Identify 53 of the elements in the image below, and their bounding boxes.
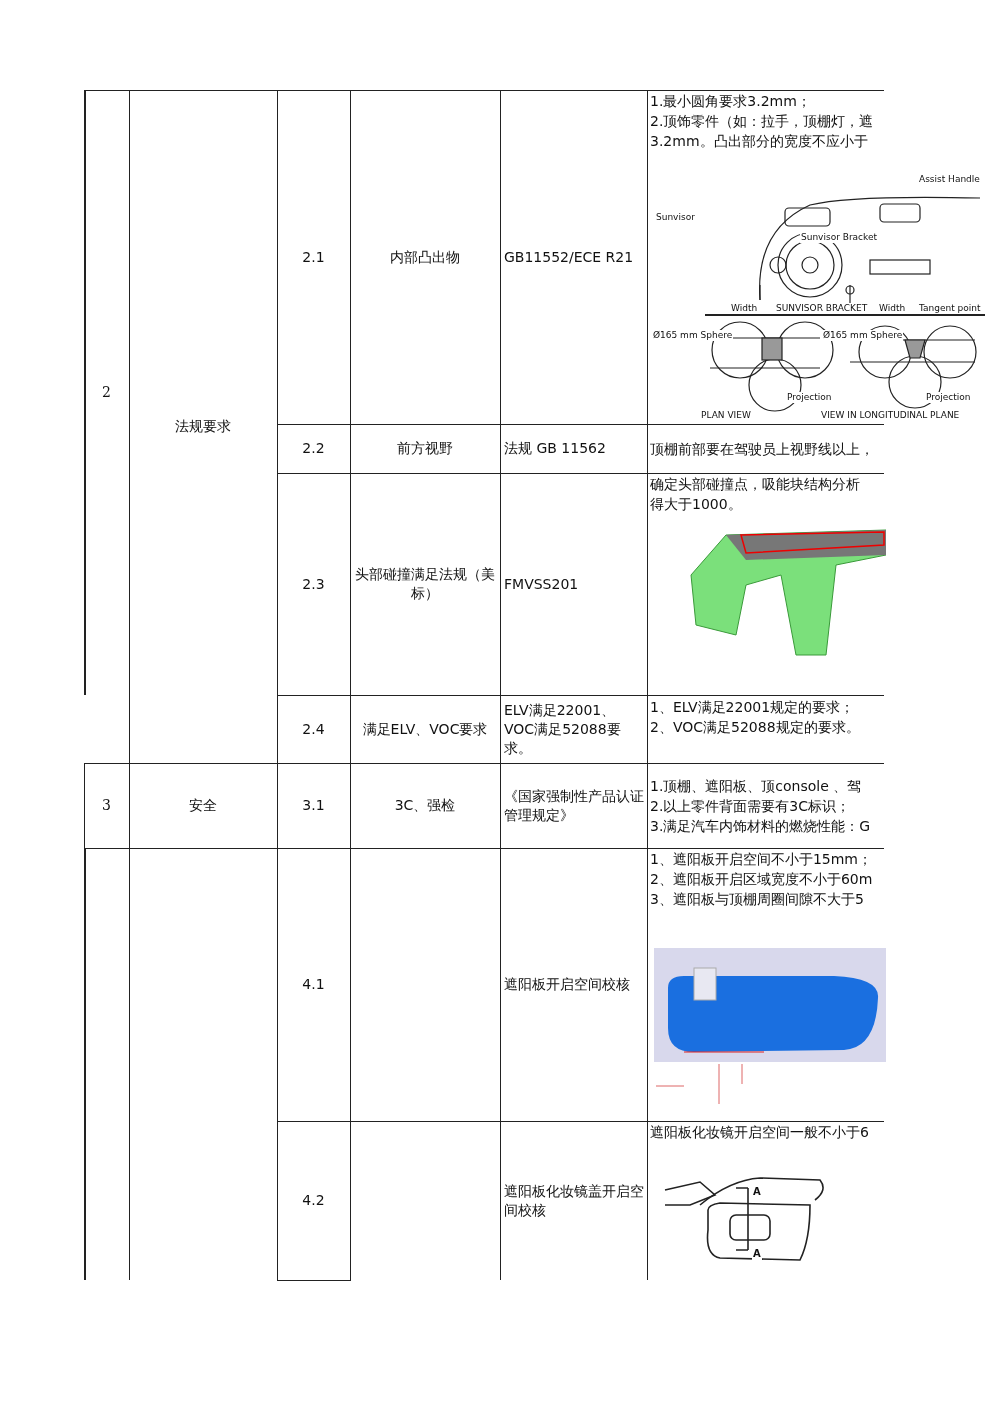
drawing-label: SUNVISOR BRACKET [775, 303, 869, 314]
requirement-text: 1.最小圆角要求3.2mm； [650, 92, 811, 111]
requirement-text: 1.顶棚、遮阳板、顶console 、驾 [650, 777, 862, 796]
requirement-text: 3.满足汽车内饰材料的燃烧性能：G [650, 817, 871, 836]
drawing-label: Ø165 mm Sphere [652, 330, 734, 341]
drawing-label: Ø165 mm Sphere [822, 330, 904, 341]
requirement-text: 遮阳板化妆镜开启空间一般不小于6 [650, 1123, 869, 1142]
item-number: 4.2 [302, 1191, 325, 1210]
category-text: 法规要求 [175, 417, 231, 436]
requirement-text: 2.顶饰零件（如：拉手，顶棚灯，遮 [650, 112, 874, 131]
function-text: 头部碰撞满足法规（美标） [354, 565, 496, 603]
drawing-label: Sunvisor [655, 212, 696, 223]
requirement-text: 3、遮阳板与顶棚周圈间隙不大于5 [650, 890, 864, 909]
drawing-label: VIEW IN LONGITUDINAL PLANE [820, 410, 961, 421]
standard-text: 遮阳板化妆镜盖开启空间校核 [504, 1181, 644, 1220]
row-number: 2 [102, 383, 111, 402]
requirement-text: 得大于1000。 [650, 495, 742, 514]
section-label: A [752, 1186, 762, 1198]
requirement-text: 2、VOC满足52088规定的要求。 [650, 718, 860, 737]
function-text: 前方视野 [397, 439, 453, 458]
function-text: 内部凸出物 [390, 247, 460, 267]
requirement-text: 1、遮阳板开启空间不小于15mm； [650, 850, 872, 869]
drawing-label: Assist Handle [918, 174, 981, 185]
standard-text: ELV满足22001、VOC满足52088要求。 [504, 700, 622, 758]
function-text: 满足ELV、VOC要求 [362, 719, 488, 739]
drawing-label: Width [878, 303, 907, 314]
item-number: 3.1 [302, 796, 325, 815]
drawing-label: PLAN VIEW [700, 410, 752, 421]
drawing-label: Projection [786, 392, 833, 403]
item-number: 2.2 [302, 439, 325, 458]
requirement-text: 顶棚前部要在驾驶员上视野线以上， [650, 440, 874, 459]
row-number: 3 [102, 796, 111, 815]
requirement-text: 2、遮阳板开启区域宽度不小于60m [650, 870, 873, 889]
category-text: 安全 [189, 796, 217, 815]
drawing-label: Tangent point [918, 303, 982, 314]
function-text: 3C、强检 [394, 796, 456, 815]
requirement-text: 3.2mm。凸出部分的宽度不应小于 [650, 132, 868, 151]
standard-text: 《国家强制性产品认证管理规定》 [504, 786, 644, 825]
standard-text: FMVSS201 [504, 574, 579, 594]
standard-text: 遮阳板开启空间校核 [504, 975, 630, 994]
standard-text: 法规 GB 11562 [504, 439, 606, 458]
requirement-text: 1、ELV满足22001规定的要求； [650, 698, 855, 717]
item-number: 2.3 [302, 574, 325, 594]
item-number: 2.1 [302, 247, 325, 267]
section-label: A [752, 1248, 762, 1260]
drawing-label: Projection [925, 392, 972, 403]
standard-text: GB11552/ECE R21 [504, 247, 634, 267]
drawing-label: Width [730, 303, 759, 314]
item-number: 4.1 [302, 975, 325, 994]
drawing-label: Sunvisor Bracket [800, 232, 878, 243]
item-number: 2.4 [302, 719, 325, 739]
requirement-text: 确定头部碰撞点，吸能块结构分析 [650, 475, 860, 494]
requirement-text: 2.以上零件背面需要有3C标识； [650, 797, 851, 816]
